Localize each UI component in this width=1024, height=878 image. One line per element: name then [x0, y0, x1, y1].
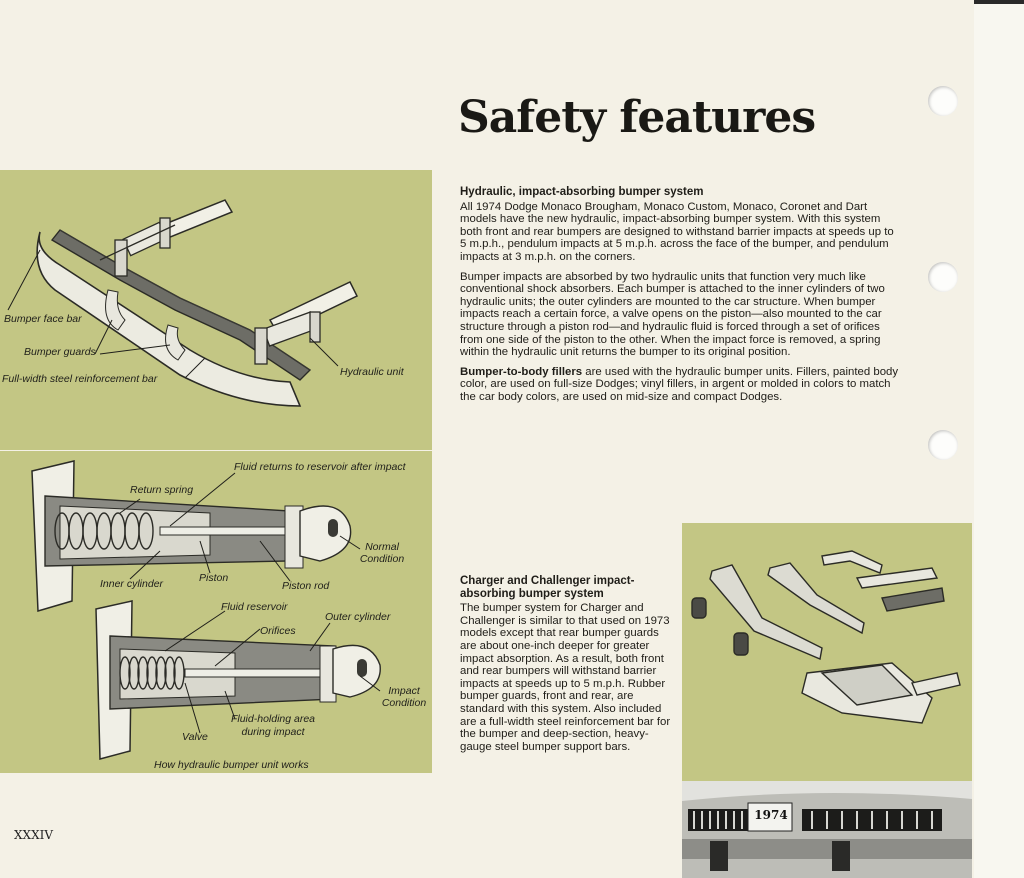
- label-valve: Valve: [182, 731, 208, 743]
- binder-hole: [928, 262, 958, 292]
- article-paragraph: All 1974 Dodge Monaco Brougham, Monaco C…: [460, 200, 894, 263]
- label-normal-condition: Normal Condition: [359, 541, 405, 565]
- label-piston: Piston: [199, 572, 229, 584]
- label-outer-cylinder: Outer cylinder: [325, 611, 391, 623]
- label-reinforcement-bar: Full-width steel reinforcement bar: [2, 373, 158, 385]
- charger-parts-illustration: [682, 523, 972, 781]
- charger-heading: Charger and Challenger impact-absorbing …: [460, 575, 635, 600]
- binder-hole: [928, 86, 958, 116]
- fillers-text: are used with the hydraulic bumper units…: [460, 365, 899, 403]
- charger-paragraph: The bumper system for Charger and Challe…: [460, 602, 671, 753]
- article-paragraph: Bumper impacts are absorbed by two hydra…: [460, 270, 885, 359]
- page-edge: [974, 0, 1024, 878]
- label-fluid-returns: Fluid returns to reservoir after impact: [234, 461, 406, 473]
- hydraulic-unit-drawing: [31, 460, 381, 760]
- label-return-spring: Return spring: [130, 484, 194, 496]
- license-plate: 1974: [754, 808, 788, 822]
- article-heading: Hydraulic, impact-absorbing bumper syste…: [460, 186, 704, 198]
- unit-diagram-caption: How hydraulic bumper unit works: [154, 759, 309, 771]
- car-rear-drawing: [682, 781, 972, 878]
- label-inner-cylinder: Inner cylinder: [100, 578, 164, 590]
- hydraulic-bumper-article: Hydraulic, impact-absorbing bumper syste…: [460, 186, 900, 411]
- binder-hole: [928, 430, 958, 460]
- label-impact-condition: Impact Condition: [381, 685, 427, 709]
- fillers-lead: Bumper-to-body fillers: [460, 365, 583, 378]
- label-hydraulic-unit: Hydraulic unit: [340, 366, 404, 378]
- label-bumper-guards: Bumper guards: [24, 346, 96, 358]
- page-number: XXXIV: [14, 828, 54, 842]
- label-bumper-face-bar: Bumper face bar: [4, 313, 82, 325]
- hydraulic-unit-illustration: Fluid returns to reservoir after impact …: [0, 450, 432, 773]
- page-title: Safety features: [458, 92, 816, 143]
- charger-parts-drawing: [691, 550, 961, 724]
- label-piston-rod: Piston rod: [282, 580, 330, 592]
- charger-challenger-article: Charger and Challenger impact-absorbing …: [460, 575, 678, 760]
- page-edge-mark: [974, 0, 1024, 4]
- article-paragraph: Bumper-to-body fillers are used with the…: [460, 366, 900, 404]
- label-orifices: Orifices: [260, 625, 296, 637]
- car-rear-photo: 1974: [682, 781, 972, 878]
- bumper-assembly-drawing: [7, 199, 359, 407]
- bumper-assembly-illustration: Bumper face bar Bumper guards Full-width…: [0, 170, 432, 450]
- label-fluid-holding-area: Fluid-holding area during impact: [230, 713, 316, 738]
- label-fluid-reservoir: Fluid reservoir: [221, 601, 288, 613]
